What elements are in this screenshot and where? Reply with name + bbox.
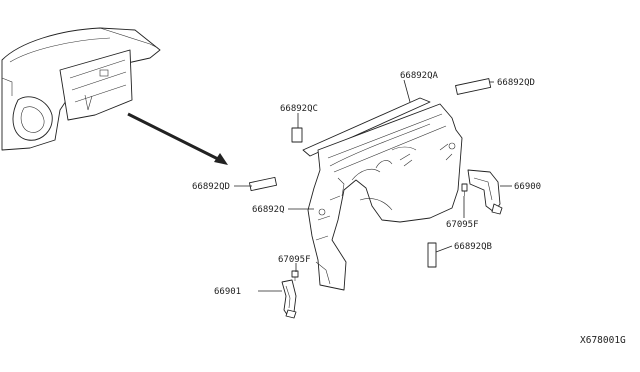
- clip-67095F-lower: [291, 270, 299, 281]
- callout-67095F-lower: 67095F: [278, 255, 311, 265]
- part-66892QD-right-pad: [455, 78, 492, 95]
- leader-lines: [234, 79, 512, 292]
- callout-66892QB: 66892QB: [454, 242, 492, 252]
- callout-66892QC: 66892QC: [280, 104, 318, 114]
- callout-66901: 66901: [214, 287, 241, 297]
- callout-66892Q: 66892Q: [252, 205, 285, 215]
- diagram-reference-code: X678001G: [580, 335, 626, 346]
- part-66892QD-left-pad: [249, 176, 277, 192]
- dash-insulator-main-part: [307, 103, 463, 291]
- part-66901-trim: [281, 279, 297, 319]
- location-arrow: [127, 112, 228, 165]
- vehicle-location-illustration: [1, 27, 161, 151]
- part-66892QC-pad: [291, 127, 303, 143]
- clip-67095F-right: [461, 183, 468, 196]
- part-66892QA-strip: [302, 97, 431, 157]
- callout-66900: 66900: [514, 182, 541, 192]
- callout-66892QD-right: 66892QD: [497, 78, 535, 88]
- callout-67095F-right: 67095F: [446, 220, 479, 230]
- callout-66892QD-left: 66892QD: [192, 182, 230, 192]
- part-66892QB-pad: [427, 242, 437, 268]
- part-66900-trim: [467, 169, 503, 215]
- callout-66892QA: 66892QA: [400, 71, 439, 81]
